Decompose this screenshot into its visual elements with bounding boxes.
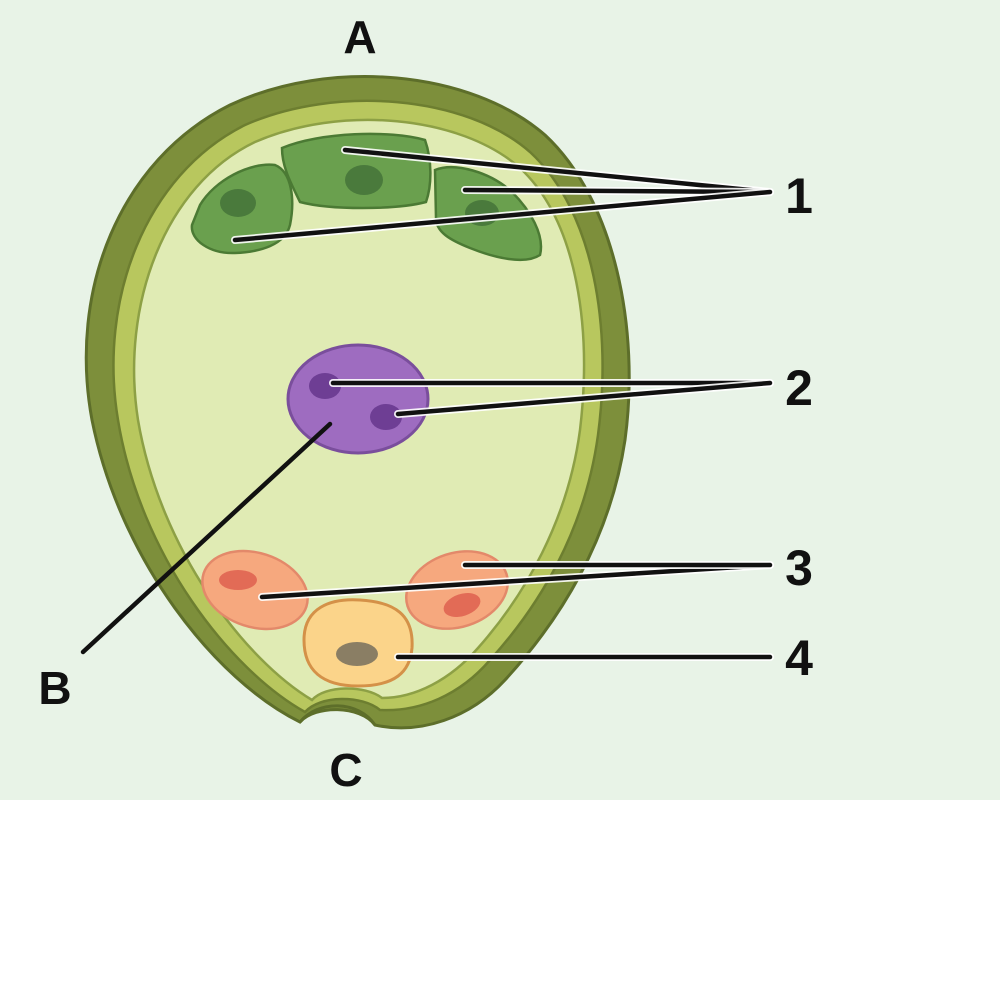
leader-lines <box>80 146 774 661</box>
synergid-nucleus-left <box>219 570 257 590</box>
label-A: A <box>343 11 376 63</box>
micropyle <box>298 704 377 726</box>
synergid-nucleus-right <box>443 593 481 617</box>
synergid-cells <box>201 549 510 631</box>
egg-nucleus <box>336 642 378 666</box>
label-C: C <box>329 744 362 796</box>
leader-2-b <box>395 380 773 417</box>
label-1: 1 <box>785 168 813 224</box>
central-cell-body <box>286 343 430 455</box>
leader-B <box>80 421 333 655</box>
label-2: 2 <box>785 360 813 416</box>
leader-3-a <box>259 562 773 600</box>
leader-1-c <box>232 189 773 243</box>
antipodal-nucleus-left <box>220 189 256 217</box>
label-4: 4 <box>785 630 813 686</box>
leader-1-b <box>462 187 773 195</box>
label-3: 3 <box>785 540 813 596</box>
synergid-cell-right <box>404 550 510 630</box>
label-B: B <box>38 662 71 714</box>
central-cell <box>286 343 430 455</box>
synergid-cell-left <box>201 549 309 631</box>
egg-cell <box>302 598 414 688</box>
antipodal-nucleus-middle <box>345 165 383 195</box>
leader-1-a <box>342 147 773 195</box>
antipodal-cells <box>190 132 543 262</box>
polar-nucleus-2 <box>370 404 402 430</box>
